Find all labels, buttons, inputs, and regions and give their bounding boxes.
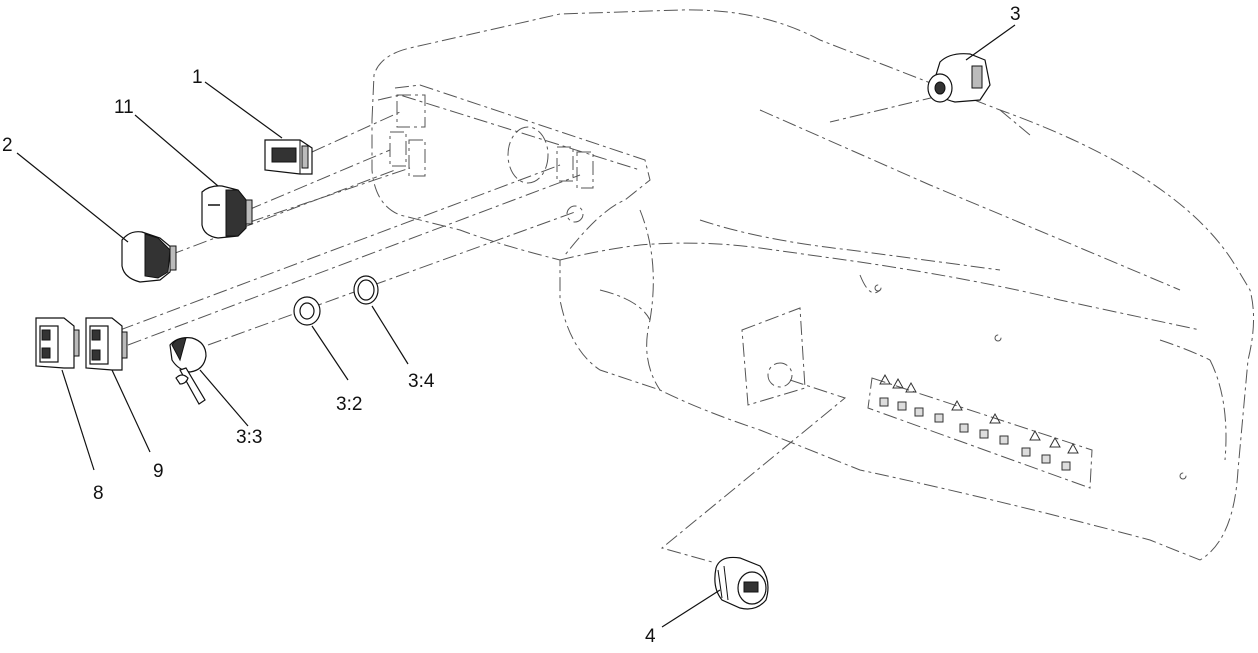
callout-11: 11 <box>114 97 134 118</box>
callout-3-4: 3:4 <box>408 371 435 392</box>
callout-9: 9 <box>153 461 164 482</box>
part-3-2-nut <box>293 296 321 326</box>
leader-lines <box>16 24 1016 628</box>
callout-4: 4 <box>645 626 656 647</box>
part-11-switch <box>201 185 253 239</box>
part-1-switch <box>264 139 313 175</box>
callout-3: 3 <box>1010 4 1021 25</box>
callout-3-2: 3:2 <box>336 394 363 415</box>
assembly-lines <box>119 84 986 563</box>
part-3-4-washer <box>353 275 379 305</box>
part-3-ignition-switch <box>927 53 991 103</box>
part-2-switch <box>121 231 177 283</box>
callout-2: 2 <box>2 135 13 156</box>
part-4-usb-socket <box>714 556 769 610</box>
part-3-3-ignition-key <box>169 337 207 405</box>
callout-8: 8 <box>93 483 104 504</box>
part-8-switch <box>35 317 80 369</box>
callout-1: 1 <box>192 67 203 88</box>
callout-3-3: 3:3 <box>236 427 263 448</box>
warning-decal <box>867 373 1093 489</box>
part-9-switch <box>85 317 128 371</box>
dashboard-outline <box>371 9 1255 561</box>
